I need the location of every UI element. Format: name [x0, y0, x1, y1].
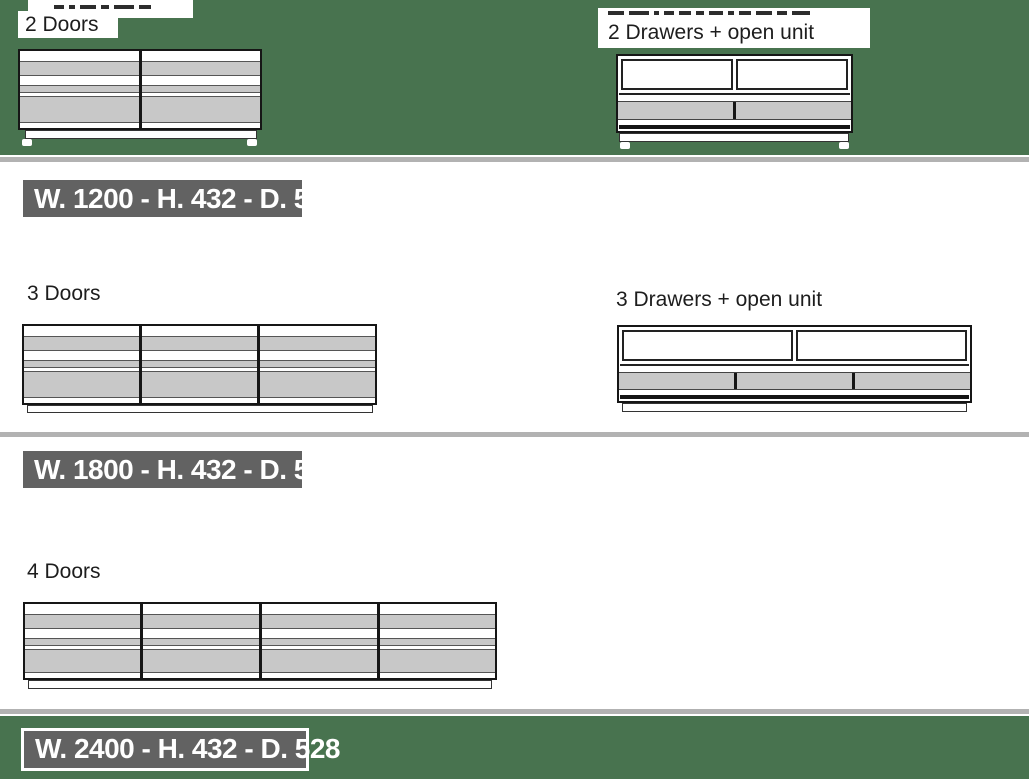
variant-label-text: 3 Doors	[27, 282, 101, 305]
variant-label-4-doors: 4 Doors	[27, 560, 101, 584]
plinth	[28, 680, 492, 689]
door-panel	[20, 51, 139, 128]
cabinet-drawing-2-drawers-open-unit	[616, 54, 853, 133]
cabinet-drawing-3-doors	[22, 324, 377, 405]
separator-line	[0, 157, 1029, 162]
dimension-badge-w1200: W. 1200 - H. 432 - D. 528	[23, 180, 340, 217]
drawer-panel	[852, 373, 970, 389]
open-compartment	[796, 330, 967, 361]
separator-line	[0, 709, 1029, 714]
variant-label-text: 2 Doors	[25, 13, 99, 36]
door-panel	[25, 604, 141, 678]
dimension-badge-w2400: W. 2400 - H. 432 - D. 528	[21, 728, 341, 771]
dimension-badge-w1800: W. 1800 - H. 432 - D. 528	[23, 451, 340, 488]
cabinet-foot	[839, 142, 849, 149]
shelf-line	[619, 93, 850, 95]
dimension-text: W. 1200 - H. 432 - D. 528	[34, 183, 340, 214]
plinth	[619, 133, 849, 142]
drawer-row	[619, 372, 970, 390]
cabinet-foot	[22, 139, 32, 146]
door-panel	[24, 326, 139, 403]
dimension-text: W. 1800 - H. 432 - D. 528	[34, 454, 340, 485]
door-panel	[376, 604, 495, 678]
cabinet-drawing-3-drawers-open-unit	[617, 325, 972, 403]
door-panel	[257, 326, 375, 403]
cabinet-drawing-4-doors	[23, 602, 497, 680]
open-unit-row	[618, 56, 851, 90]
shelf-line	[620, 364, 969, 366]
variant-label-text: 3 Drawers + open unit	[616, 288, 823, 311]
clipped-text-marks	[608, 11, 866, 19]
variant-label-text: 2 Drawers + open unit	[608, 21, 815, 44]
door-panel	[140, 604, 259, 678]
open-compartment	[622, 330, 793, 361]
cabinet-foot	[247, 139, 257, 146]
variant-label-2-drawers-open-unit: 2 Drawers + open unit	[598, 8, 870, 48]
base-bar	[620, 395, 969, 399]
clipped-text-marks	[54, 5, 193, 13]
open-unit-row	[619, 327, 970, 361]
drawer-row	[618, 101, 851, 120]
drawer-panel	[618, 102, 733, 119]
plinth	[27, 405, 373, 413]
drawer-panel	[733, 102, 851, 119]
plinth	[622, 403, 967, 412]
variant-label-2-doors: 2 Doors	[18, 11, 118, 38]
variant-label-3-doors: 3 Doors	[27, 282, 101, 306]
cabinet-foot	[620, 142, 630, 149]
open-compartment	[736, 59, 848, 90]
cabinet-drawing-2-doors	[18, 49, 262, 130]
drawer-panel	[734, 373, 852, 389]
variant-label-text: 4 Doors	[27, 560, 101, 583]
door-panel	[258, 604, 377, 678]
plinth	[25, 130, 257, 139]
open-compartment	[621, 59, 733, 90]
door-panel	[139, 326, 257, 403]
base-bar	[619, 125, 850, 129]
separator-line	[0, 432, 1029, 437]
drawer-panel	[619, 373, 734, 389]
variant-label-3-drawers-open-unit: 3 Drawers + open unit	[616, 288, 822, 312]
dimension-text: W. 2400 - H. 432 - D. 528	[35, 733, 341, 764]
door-panel	[138, 51, 260, 128]
